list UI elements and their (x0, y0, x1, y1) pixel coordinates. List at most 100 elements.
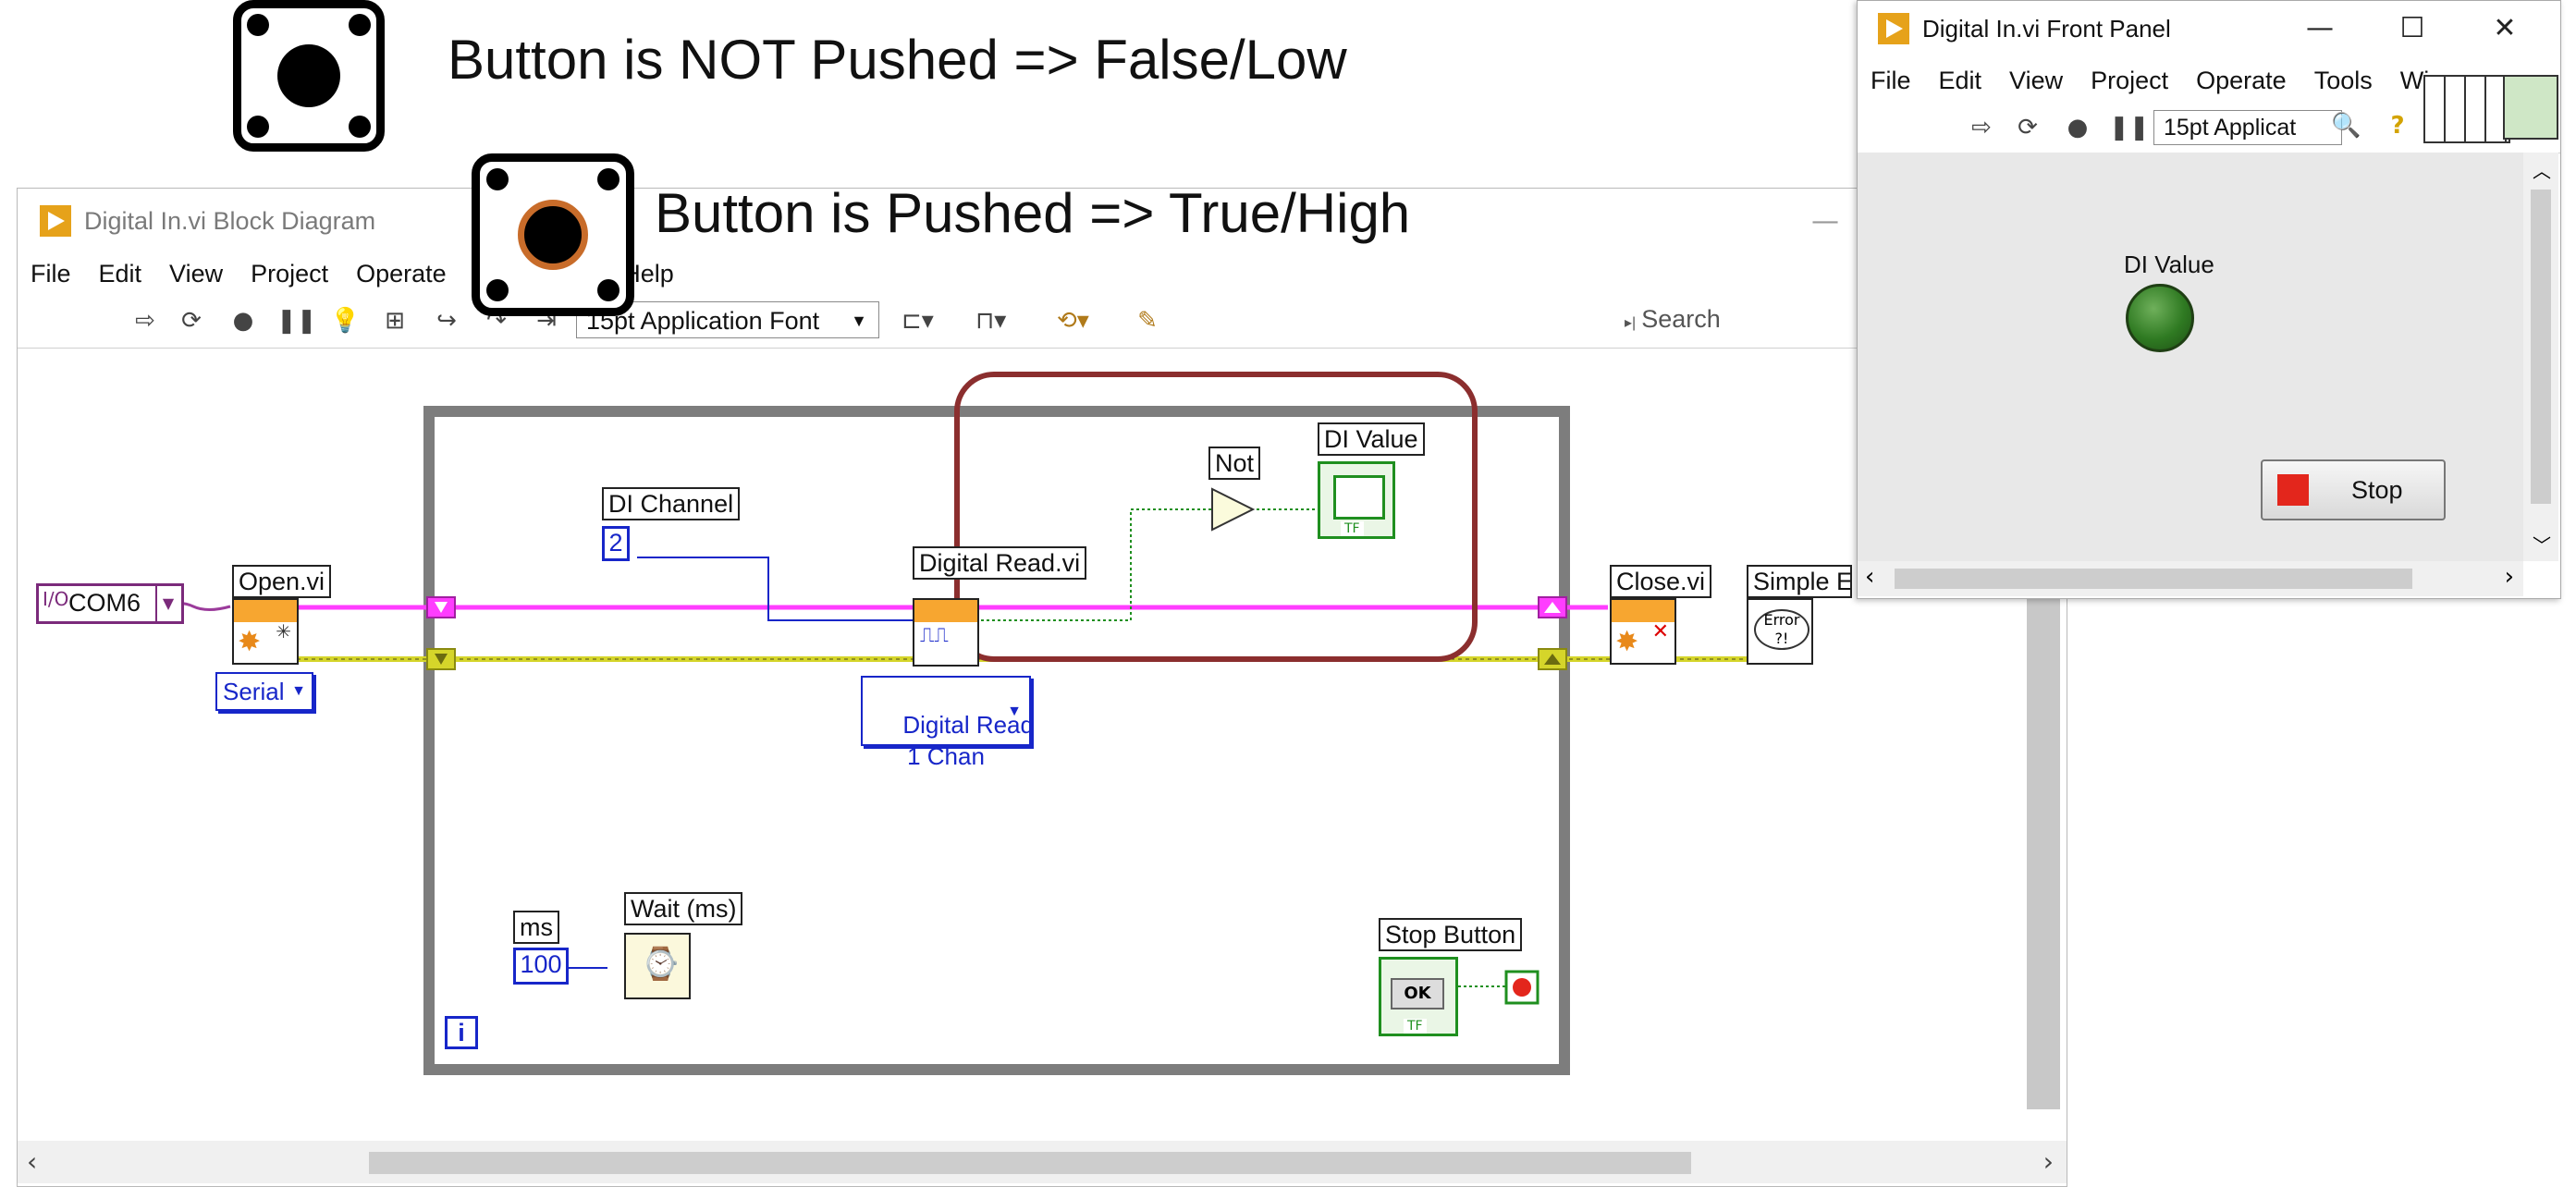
square-wave-icon: ⎍⎍ (920, 624, 949, 647)
front-panel-horizontal-scrollbar[interactable]: ‹ › (1858, 561, 2523, 596)
menu-project[interactable]: Project (251, 259, 329, 288)
block-diagram-title: Digital In.vi Block Diagram (84, 206, 376, 235)
simple-error-node[interactable]: Error ?! (1747, 598, 1813, 665)
help-icon[interactable]: ? (2390, 112, 2405, 140)
menu-operate[interactable]: Operate (2196, 66, 2287, 94)
font-select-value: 15pt Applicat (2164, 115, 2297, 141)
right-scrollbar-strip[interactable] (2027, 592, 2060, 1109)
chevron-down-icon: ▼ (851, 312, 867, 330)
menu-view[interactable]: View (2009, 66, 2064, 94)
open-vi-node[interactable]: ✸ ✳ (232, 598, 299, 665)
error-speech-icon: Error ?! (1754, 609, 1809, 650)
scroll-right-icon[interactable]: › (2042, 1146, 2054, 1177)
watch-icon: ⌚ (641, 946, 681, 983)
align-objects-icon[interactable]: ⊏▾ (902, 307, 934, 335)
wait-ms-node[interactable]: ⌚ (624, 933, 691, 999)
scroll-right-icon[interactable]: › (2504, 563, 2514, 591)
labview-icon (40, 205, 71, 237)
search-icon[interactable]: 🔍 (2331, 112, 2361, 140)
vi-icon (2503, 75, 2558, 140)
com-port-control[interactable]: I/O COM6 ▼ (36, 583, 184, 624)
menu-tools[interactable]: Tools (2313, 66, 2373, 94)
reorder-icon[interactable]: ⟲▾ (1057, 307, 1089, 335)
com-port-value: COM6 (68, 589, 141, 617)
menu-view[interactable]: View (169, 259, 224, 288)
while-loop-frame (423, 406, 1570, 1075)
serial-value: Serial (223, 678, 285, 705)
scrollbar-thumb[interactable] (2531, 190, 2551, 504)
di-value-indicator-terminal[interactable]: TF (1318, 461, 1395, 539)
iteration-terminal: i (445, 1016, 478, 1049)
tf-badge: TF (1341, 521, 1364, 536)
clean-up-diagram-icon[interactable]: ✎ (1137, 307, 1158, 335)
di-channel-label: DI Channel (602, 487, 741, 520)
button-not-pushed-icon (233, 0, 385, 152)
minimize-icon[interactable]: — (1811, 205, 1839, 238)
menu-project[interactable]: Project (2091, 66, 2169, 94)
gear-icon: ✸ (1615, 626, 1639, 658)
open-vi-label: Open.vi (232, 565, 332, 598)
menu-file[interactable]: File (1871, 66, 1911, 94)
ms-label: ms (513, 911, 559, 944)
connector-pane-icon (2423, 75, 2510, 143)
pushed-caption: Button is Pushed => True/High (655, 182, 1411, 244)
abort-icon[interactable]: ● (232, 307, 254, 335)
tf-badge: TF (1404, 1019, 1427, 1034)
pause-icon[interactable]: ❚❚ (2109, 114, 2150, 141)
distribute-objects-icon[interactable]: ⊓▾ (975, 307, 1007, 335)
digital-read-vi-node[interactable]: ⎍⎍ (913, 598, 979, 667)
scrollbar-thumb[interactable] (1895, 569, 2412, 589)
chevron-down-icon: ▼ (1007, 704, 1022, 719)
stop-button[interactable]: Stop (2261, 459, 2446, 520)
highlight-execution-icon[interactable]: 💡 (330, 307, 361, 335)
maximize-icon[interactable]: ☐ (2399, 12, 2425, 44)
menu-file[interactable]: File (31, 259, 71, 288)
run-continuous-icon[interactable]: ⟳ (181, 307, 202, 335)
run-arrow-icon[interactable]: ⇨ (1971, 114, 1992, 141)
stop-square-icon (2277, 474, 2309, 506)
serial-enum[interactable]: Serial ▼ (215, 672, 313, 711)
retain-wire-values-icon[interactable]: ⊞ (385, 307, 405, 335)
di-value-indicator-label: DI Value (2124, 251, 2214, 278)
scroll-down-icon[interactable]: ﹀ (2533, 534, 2551, 557)
menu-edit[interactable]: Edit (1938, 66, 1982, 94)
stop-button-label: Stop (2351, 476, 2403, 504)
front-panel-vertical-scrollbar[interactable]: ︿ ﹀ (2523, 153, 2558, 561)
block-diagram-toolbar: ⇨ ⟳ ● ❚❚ 💡 ⊞ ↪ ↷ ⇥ 15pt Application Font… (18, 294, 2067, 349)
stop-button-terminal[interactable]: OK TF (1379, 957, 1458, 1036)
diagram-canvas[interactable]: I/O COM6 ▼ Open.vi ✸ ✳ Serial ▼ DI Chann… (18, 350, 2067, 1145)
scrollbar-thumb[interactable] (369, 1152, 1691, 1174)
menu-operate[interactable]: Operate (356, 259, 447, 288)
digital-read-mode-selector[interactable]: Digital Read 1 Chan ▼ (861, 676, 1034, 770)
minimize-icon[interactable]: — (2306, 12, 2334, 44)
diagram-wires (165, 372, 1771, 1075)
scroll-left-icon[interactable]: ‹ (27, 1146, 38, 1177)
scroll-up-icon[interactable]: ︿ (2533, 160, 2551, 182)
not-pushed-caption: Button is NOT Pushed => False/Low (448, 29, 1347, 91)
ms-constant[interactable]: 100 (513, 948, 569, 985)
chevron-down-icon: ▼ (155, 586, 179, 621)
di-value-label: DI Value (1318, 422, 1425, 456)
ok-button-icon: OK (1391, 978, 1444, 1010)
menu-edit[interactable]: Edit (98, 259, 142, 288)
abort-icon[interactable]: ● (2067, 114, 2089, 141)
front-panel-menubar: File Edit View Project Operate Tools Wi (1858, 56, 2560, 104)
step-into-icon[interactable]: ↪ (436, 307, 457, 335)
close-icon[interactable]: ✕ (2493, 12, 2517, 44)
labview-icon (1878, 13, 1909, 44)
search-input[interactable]: ▸|Search (1625, 305, 1721, 333)
digital-read-mode-value: Digital Read 1 Chan (902, 711, 1034, 770)
block-diagram-menubar: File Edit View Project Operate ow Help (18, 253, 2067, 294)
stop-button-label: Stop Button (1379, 918, 1523, 951)
close-vi-node[interactable]: ✸ ✕ (1610, 598, 1676, 665)
pause-icon[interactable]: ❚❚ (276, 307, 317, 335)
scroll-left-icon[interactable]: ‹ (1865, 563, 1875, 591)
horizontal-scrollbar[interactable]: ‹ › (18, 1141, 2067, 1183)
front-panel-canvas[interactable]: DI Value Stop (1858, 153, 2523, 561)
close-icon: ✕ (1651, 620, 1669, 643)
font-select[interactable]: 15pt Applicat (2153, 110, 2342, 145)
highlight-outline (954, 372, 1478, 662)
run-continuous-icon[interactable]: ⟳ (2018, 114, 2038, 141)
di-channel-constant[interactable]: 2 (602, 526, 630, 561)
run-arrow-icon[interactable]: ⇨ (135, 307, 155, 335)
